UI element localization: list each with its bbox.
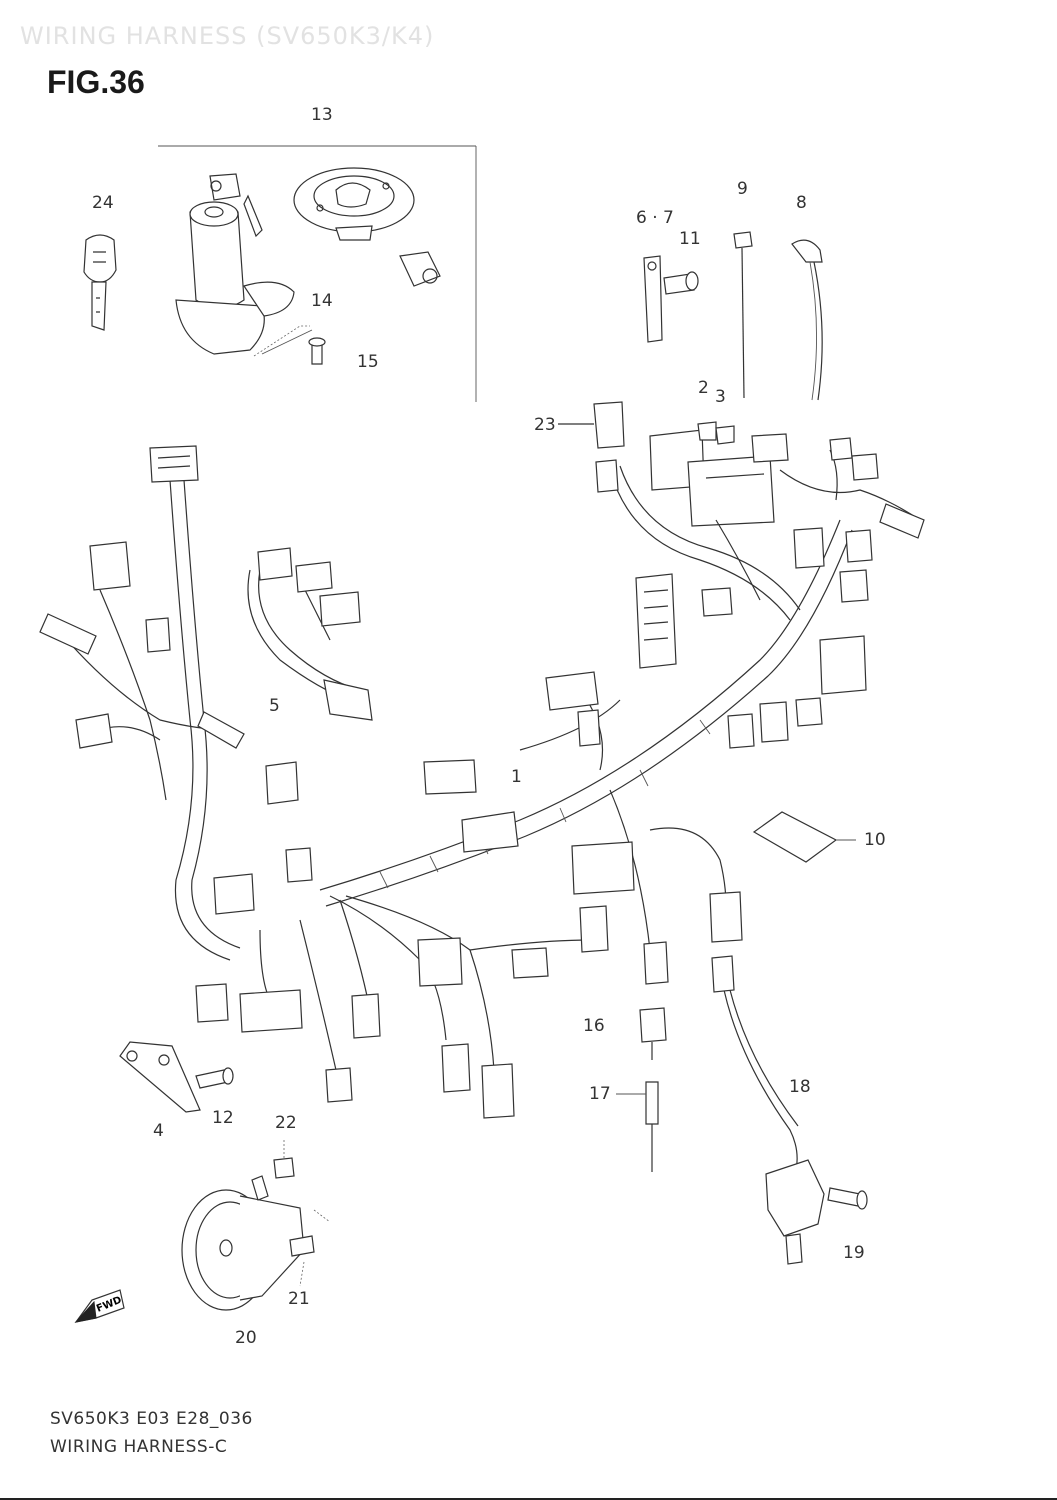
callout-12: 12 <box>212 1108 234 1128</box>
main-harness <box>59 449 921 1171</box>
relay-block-part <box>649 421 775 527</box>
callout-18: 18 <box>789 1077 811 1097</box>
callout-14: 14 <box>311 291 333 311</box>
clamp-6-7-part <box>643 255 699 343</box>
switch-18-19 <box>765 1159 868 1265</box>
switch-16-17 <box>616 941 669 1172</box>
callout-16: 16 <box>583 1016 605 1036</box>
key-part <box>83 234 117 331</box>
callout-3: 3 <box>715 387 726 407</box>
footer-name: WIRING HARNESS-C <box>50 1437 228 1457</box>
callout-21: 21 <box>288 1289 310 1309</box>
callout-23: 23 <box>534 415 556 435</box>
callout-17: 17 <box>589 1084 611 1104</box>
callout-5: 5 <box>269 696 280 716</box>
callout-11: 11 <box>679 229 701 249</box>
callout-15: 15 <box>357 352 379 372</box>
ignition-set-bracket <box>158 145 477 402</box>
callout-13: 13 <box>311 105 333 125</box>
callout-1: 1 <box>511 767 522 787</box>
callout-8: 8 <box>796 193 807 213</box>
callout-4: 4 <box>153 1121 164 1141</box>
fuel-cap-lock-part <box>293 167 441 287</box>
bracket-4-12 <box>119 1041 234 1113</box>
callout-10: 10 <box>864 830 886 850</box>
ignition-switch-part <box>175 173 310 357</box>
callout-22: 22 <box>275 1113 297 1133</box>
band-9-part <box>733 231 753 399</box>
callout-6-7: 6 · 7 <box>636 208 674 228</box>
callout-24: 24 <box>92 193 114 213</box>
horn-20 <box>181 1140 331 1311</box>
callout-20: 20 <box>235 1328 257 1348</box>
connectors <box>39 433 925 1119</box>
label-sheet-10 <box>752 811 856 863</box>
tie-8-part <box>791 239 823 401</box>
fwd-arrow: FWD <box>74 1289 125 1323</box>
figure-title: FIG.36 <box>47 64 145 100</box>
screw-14-15 <box>261 329 326 365</box>
connector-23-part <box>558 401 625 449</box>
ghost-title: WIRING HARNESS (SV650K3/K4) <box>20 22 435 50</box>
callout-9: 9 <box>737 179 748 199</box>
callout-2: 2 <box>698 378 709 398</box>
footer-code: SV650K3 E03 E28_036 <box>50 1409 253 1429</box>
callout-19: 19 <box>843 1243 865 1263</box>
